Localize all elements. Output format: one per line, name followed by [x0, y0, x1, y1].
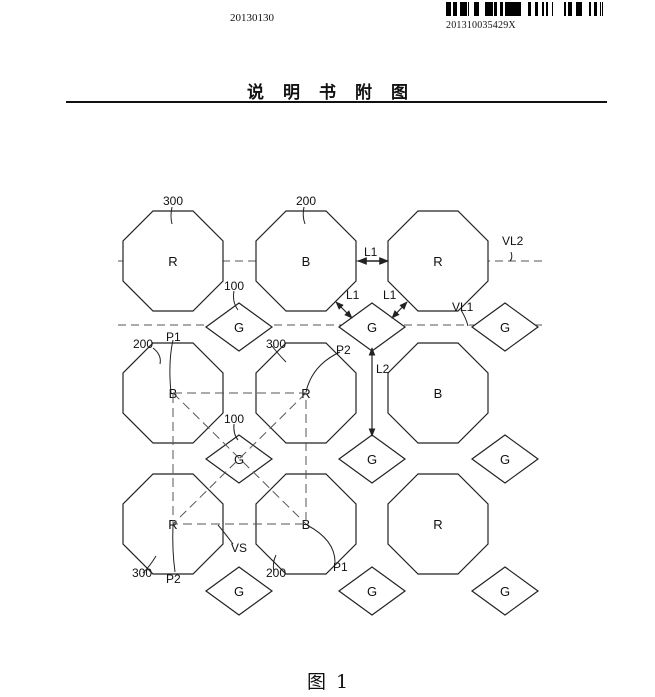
- barcode-image: [446, 2, 603, 16]
- diamond-subpixel-3: [204, 434, 274, 484]
- ref-300-mid: 300: [266, 337, 286, 351]
- leader-lines: [142, 206, 513, 574]
- diamond-subpixel-8: [470, 566, 540, 616]
- diamond-label-1: G: [367, 320, 377, 335]
- vs-diagonal-1: [172, 392, 307, 525]
- l1-right-arrow: [391, 301, 408, 319]
- octagon-subpixel-8: [387, 473, 489, 575]
- ref-vl2: VL2: [502, 234, 524, 248]
- ref-l1-left: L1: [346, 288, 360, 302]
- diamond-label-5: G: [500, 452, 510, 467]
- diamond-label-4: G: [367, 452, 377, 467]
- l1-left-arrow: [335, 301, 353, 319]
- octagon-label-2: R: [433, 254, 442, 269]
- title-rule: [66, 101, 607, 103]
- octagon-subpixel-2: [387, 210, 489, 312]
- diamond-subpixels: G G G G G G G G G: [204, 302, 540, 616]
- ref-l1-right: L1: [383, 288, 397, 302]
- ref-200-bottom: 200: [266, 566, 286, 580]
- diamond-subpixel-6: [204, 566, 274, 616]
- figure-caption-prefix: 图: [306, 671, 326, 693]
- diamond-label-2: G: [500, 320, 510, 335]
- octagon-label-8: R: [433, 517, 442, 532]
- ref-200-mid: 200: [133, 337, 153, 351]
- octagon-subpixel-0: [122, 210, 224, 312]
- page-title: 说明书附图: [247, 83, 427, 103]
- octagon-label-1: B: [302, 254, 311, 269]
- ref-vs: VS: [231, 541, 247, 555]
- diamond-subpixel-7: [337, 566, 407, 616]
- diamond-label-0: G: [234, 320, 244, 335]
- application-number: 201310035429X: [446, 20, 516, 31]
- octagon-label-0: R: [168, 254, 177, 269]
- vs-diagonal-2: [172, 392, 307, 525]
- ref-100-top: 100: [224, 279, 244, 293]
- diamond-subpixel-4: [337, 434, 407, 484]
- ref-p2-mid: P2: [336, 343, 351, 357]
- ref-p2-bottom: P2: [166, 572, 181, 586]
- diamond-subpixel-2: [470, 302, 540, 352]
- ref-vl1: VL1: [452, 300, 474, 314]
- header-date: 20130130: [230, 12, 274, 24]
- ref-300-top: 300: [163, 194, 183, 208]
- diamond-label-6: G: [234, 584, 244, 599]
- ref-p1-top: P1: [166, 330, 181, 344]
- figure-caption-number: 1: [335, 671, 349, 693]
- octagon-subpixel-5: [387, 342, 489, 444]
- ref-100-mid: 100: [224, 412, 244, 426]
- diamond-subpixel-0: [204, 302, 274, 352]
- ref-300-bottom: 300: [132, 566, 152, 580]
- octagon-subpixel-1: [255, 210, 357, 312]
- diamond-subpixel-1: [337, 302, 407, 352]
- ref-l2: L2: [376, 362, 390, 376]
- diamond-label-8: G: [500, 584, 510, 599]
- diamond-label-7: G: [367, 584, 377, 599]
- vs-square: [172, 392, 307, 525]
- ref-p1-bottom: P1: [333, 560, 348, 574]
- octagon-label-7: B: [302, 517, 311, 532]
- ref-l1-horizontal: L1: [364, 245, 378, 259]
- diamond-label-3: G: [234, 452, 244, 467]
- diamond-subpixel-5: [470, 434, 540, 484]
- octagon-label-5: B: [434, 386, 443, 401]
- ref-200-top: 200: [296, 194, 316, 208]
